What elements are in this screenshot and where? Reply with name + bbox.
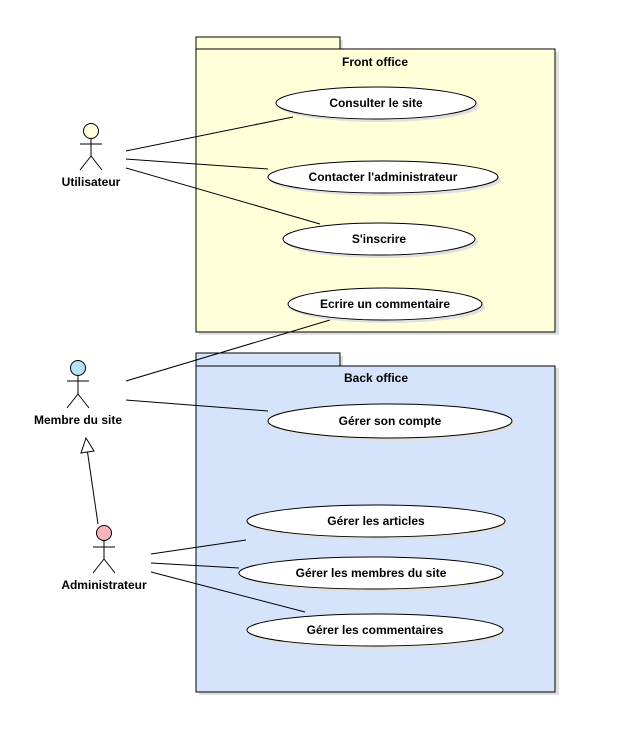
association-membre-compte xyxy=(125,399,269,412)
association-administrateur-commentaires xyxy=(150,571,306,613)
use-case-ellipse xyxy=(275,86,477,120)
actor-head xyxy=(96,525,112,541)
actor-label: Administrateur xyxy=(61,578,147,592)
use-case-label: Gérer son compte xyxy=(339,414,442,428)
front-office-tab xyxy=(195,36,341,51)
stick-figure-icon xyxy=(79,123,103,171)
generalization-administrateur-membre xyxy=(80,436,99,525)
use-case-articles: Gérer les articles xyxy=(246,504,508,540)
generalization-arrowhead xyxy=(80,436,95,454)
stick-figure-icon xyxy=(66,360,90,409)
associations xyxy=(125,116,331,613)
use-case-label: S'inscrire xyxy=(352,232,407,246)
stick-figure-icon xyxy=(92,525,116,574)
association-utilisateur-consulter xyxy=(125,116,294,152)
use-case-label: Gérer les commentaires xyxy=(307,623,444,637)
use-case-contacter: Contacter l'administrateur xyxy=(267,160,501,196)
association-utilisateur-inscrire xyxy=(125,167,321,225)
use-case-ellipse xyxy=(282,222,476,256)
use-case-ellipse xyxy=(238,556,504,590)
front-office-title: Front office xyxy=(342,55,408,69)
use-case-ellipse xyxy=(287,287,483,321)
actor-membre-du-site: Membre du site xyxy=(34,360,122,427)
use-case-ellipse xyxy=(246,613,504,647)
use-case-consulter: Consulter le site xyxy=(275,86,479,122)
use-case-ecrire: Ecrire un commentaire xyxy=(287,287,485,323)
use-case-label: Ecrire un commentaire xyxy=(320,297,450,311)
back-office-tab xyxy=(195,352,341,367)
association-utilisateur-contacter xyxy=(125,158,269,170)
actor-utilisateur: Utilisateur xyxy=(62,123,121,189)
use-case-label: Gérer les membres du site xyxy=(296,566,447,580)
use-case-label: Gérer les articles xyxy=(327,514,425,528)
actor-administrateur: Administrateur xyxy=(61,525,147,592)
back-office-title: Back office xyxy=(344,371,408,385)
generalization-line xyxy=(87,451,99,525)
use-case-inscrire: S'inscrire xyxy=(282,222,478,258)
actor-label: Utilisateur xyxy=(62,175,121,189)
actor-head xyxy=(83,123,99,139)
association-administrateur-articles xyxy=(150,539,247,555)
use-case-compte: Gérer son compte xyxy=(267,403,515,441)
actor-label: Membre du site xyxy=(34,413,122,427)
use-case-membres: Gérer les membres du site xyxy=(238,556,506,592)
use-case-ellipse xyxy=(246,504,506,538)
use-case-commentaires: Gérer les commentaires xyxy=(246,613,506,649)
association-administrateur-membres xyxy=(150,562,240,569)
use-case-ellipse xyxy=(267,403,513,439)
use-case-label: Consulter le site xyxy=(329,96,423,110)
use-case-ellipse xyxy=(267,160,499,194)
actor-head xyxy=(70,360,86,376)
association-membre-ecrire xyxy=(125,319,331,382)
use-case-label: Contacter l'administrateur xyxy=(309,170,458,184)
